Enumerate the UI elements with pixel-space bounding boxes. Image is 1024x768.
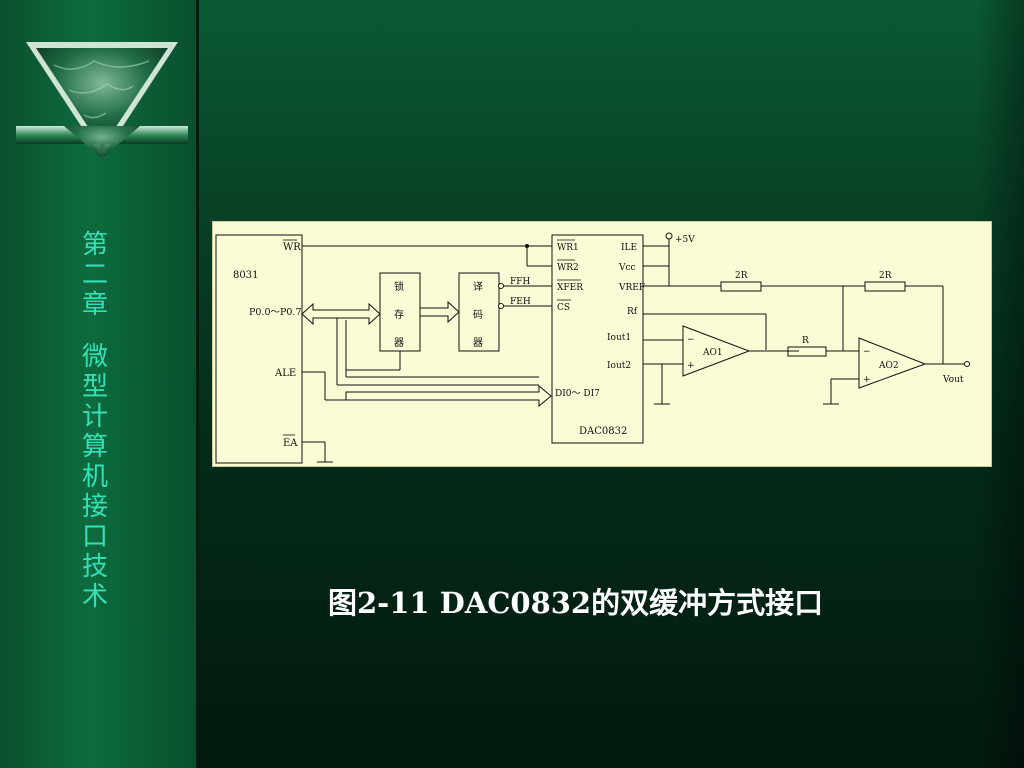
- dac-pin-ile: ILE: [621, 243, 637, 253]
- output-label: Vout: [942, 375, 964, 385]
- dac-pin-iout1: Iout1: [607, 333, 631, 343]
- chapter-char: 算: [81, 432, 108, 462]
- circuit-svg: WR 8031 P0.0～P0.7 ALE EA 锁 存 器 译 码 器 FFH…: [215, 232, 970, 464]
- dac-pin-xfer: XFER: [557, 283, 583, 293]
- ffh-label: FFH: [510, 277, 530, 287]
- dac-pin-rf: Rf: [627, 307, 638, 317]
- chapter-char: 机: [81, 462, 108, 492]
- latch-char: 存: [394, 308, 404, 321]
- dac-block: [551, 234, 644, 444]
- dac-name: DAC0832: [579, 426, 627, 437]
- chapter-char: 技: [81, 552, 108, 582]
- svg-text:+: +: [687, 361, 695, 371]
- bus-arrow-cpu-latch: [301, 302, 381, 326]
- latch-char: 锁: [394, 280, 404, 293]
- chapter-gap: [78, 320, 112, 342]
- dac-pin-vcc: Vcc: [618, 263, 636, 273]
- opamp-ao2-label: AO2: [878, 361, 899, 371]
- latch-char: 器: [394, 337, 404, 349]
- chapter-char: 型: [81, 372, 108, 402]
- dac-pin-wr1: WR1: [557, 243, 579, 253]
- cpu-ale-label: ALE: [274, 368, 296, 379]
- decoder-char: 码: [473, 309, 483, 321]
- triangle-logo-icon: [16, 42, 188, 158]
- sidebar-divider: [196, 0, 199, 768]
- chapter-char: 接: [81, 492, 108, 522]
- cpu-block: [215, 234, 303, 464]
- chapter-char: 二: [81, 260, 108, 290]
- decoder-char: 器: [473, 337, 483, 349]
- dac-data-pins: DI0～ DI7: [555, 389, 600, 399]
- resistor-2r-2-label: 2R: [879, 271, 892, 281]
- svg-text:−: −: [687, 335, 695, 345]
- resistor-2r-1-label: 2R: [735, 271, 748, 281]
- decoder-char: 译: [473, 281, 483, 293]
- feh-label: FEH: [510, 297, 531, 307]
- resistor-2r-2: [864, 281, 906, 292]
- svg-text:+: +: [863, 375, 871, 385]
- chapter-char: 计: [81, 402, 108, 432]
- dac-pin-vref: VREF: [618, 283, 645, 293]
- resistor-2r-1: [720, 281, 762, 292]
- cpu-name: 8031: [233, 270, 258, 281]
- cpu-ea-label: EA: [283, 438, 298, 449]
- dac-pin-iout2: Iout2: [607, 361, 631, 371]
- chapter-char: 术: [81, 582, 108, 612]
- circuit-diagram: WR 8031 P0.0～P0.7 ALE EA 锁 存 器 译 码 器 FFH…: [212, 221, 992, 467]
- cpu-port-label: P0.0～P0.7: [249, 307, 302, 318]
- chapter-title: 第 二 章 微 型 计 算 机 接 口 技 术: [78, 230, 112, 612]
- resistor-r-label: R: [802, 336, 809, 346]
- bus-arrow-latch-decoder: [419, 300, 460, 324]
- chapter-char: 第: [81, 230, 108, 260]
- cpu-wr-label: WR: [283, 242, 301, 253]
- chapter-char: 章: [81, 290, 108, 320]
- dac-pin-cs: CS: [557, 303, 570, 313]
- opamp-ao1-label: AO1: [702, 348, 723, 358]
- chapter-char: 微: [81, 342, 108, 372]
- bus-arrow-dac-data: [345, 384, 552, 408]
- opamp-ao1: [682, 325, 751, 377]
- opamp-ao2: [858, 337, 927, 389]
- dac-pin-wr2: WR2: [557, 263, 579, 273]
- svg-text:−: −: [863, 347, 871, 357]
- chapter-char: 口: [81, 522, 108, 552]
- figure-caption: 图2-11 DAC0832的双缓冲方式接口: [328, 586, 824, 620]
- supply-label: +5V: [675, 235, 695, 245]
